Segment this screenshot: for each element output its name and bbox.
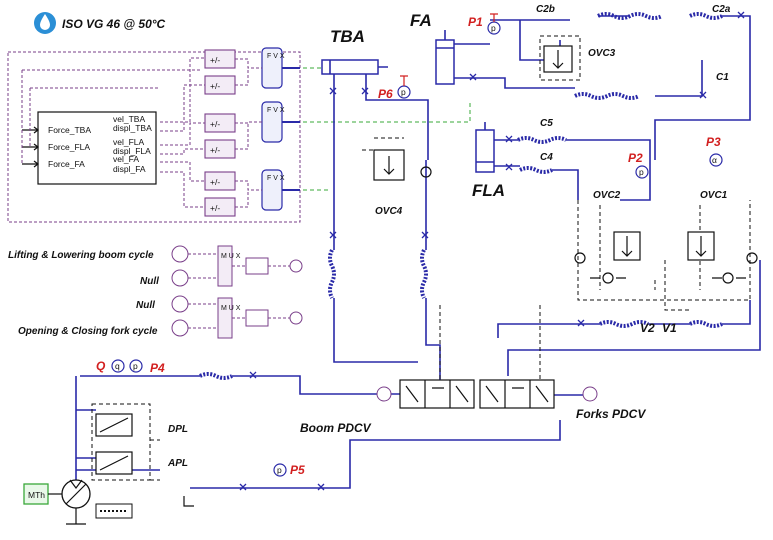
flow-sensor-icon <box>111 359 125 373</box>
svg-text:+/-: +/- <box>210 203 220 213</box>
svg-text:F V X: F V X <box>267 107 285 114</box>
model-block: Force_TBA Force_FLA Force_FA vel_TBA dis… <box>21 70 157 185</box>
model-output-vel-tba: vel_TBA <box>113 114 145 124</box>
svg-text:+/-: +/- <box>210 119 220 129</box>
svg-text:α: α <box>712 155 717 165</box>
svg-text:p: p <box>639 167 644 177</box>
model-output-vel-fa: vel_FA <box>113 154 139 164</box>
sensor-p5: p P5 <box>273 463 305 477</box>
model-output-displ-fla: displ_FLA <box>113 146 151 156</box>
sensor-p1: p P1 <box>468 13 501 35</box>
signal-source-icon <box>171 245 189 263</box>
model-output-vel-fla: vel_FLA <box>113 137 145 147</box>
ovc4-label: OVC4 <box>375 206 403 217</box>
sensor-p4-q: q p Q P4 <box>96 359 165 375</box>
sensor-p6: p P6 <box>378 75 411 101</box>
svg-text:p: p <box>133 361 138 371</box>
boom-pdcv: Boom PDCV <box>300 379 475 435</box>
mux-2 <box>217 297 233 339</box>
ovc1-label: OVC1 <box>700 190 728 201</box>
ovc3-valve: OVC3 <box>539 35 616 81</box>
model-input-force-fa: Force_FA <box>48 159 85 169</box>
svg-text:+/-: +/- <box>210 145 220 155</box>
tba-cylinder: TBA <box>321 27 388 92</box>
svg-text:P2: P2 <box>628 151 643 165</box>
forks-pdcv-label: Forks PDCV <box>576 407 646 421</box>
line-c2b-label: C2b <box>536 4 555 15</box>
svg-text:P3: P3 <box>706 135 721 149</box>
motor-label: MTh <box>28 490 45 500</box>
pilot-lines <box>439 200 751 380</box>
svg-text:P4: P4 <box>150 361 165 375</box>
angle-sensor-icon <box>709 153 723 167</box>
cycle-null2-label: Null <box>136 300 155 311</box>
apl-label: APL <box>167 458 188 469</box>
dpl-label: DPL <box>168 424 188 435</box>
line-c1-label: C1 <box>716 72 729 83</box>
svg-text:p: p <box>401 87 406 97</box>
svg-text:p: p <box>277 465 282 475</box>
fluid-indicator: ISO VG 46 @ 50°C <box>34 12 166 34</box>
line-c5-label: C5 <box>540 118 553 129</box>
model-input-force-fla: Force_FLA <box>48 142 90 152</box>
ovc2-valve: OVC2 <box>593 190 641 261</box>
svg-text:M U X: M U X <box>221 305 241 312</box>
ovc4-valve: OVC4 <box>362 137 432 217</box>
pressure-sensor-icon <box>273 463 287 477</box>
fa-label: FA <box>410 11 432 30</box>
tba-label: TBA <box>330 27 365 46</box>
cycle-lifting-label: Lifting & Lowering boom cycle <box>8 250 154 261</box>
ovc2-label: OVC2 <box>593 190 621 201</box>
forks-pdcv: Forks PDCV <box>479 379 646 421</box>
pressure-sensor-icon <box>635 165 649 179</box>
cycle-section: Lifting & Lowering boom cycle Null Null … <box>8 245 303 339</box>
valve-v1-label: V1 <box>662 321 677 335</box>
svg-text:p: p <box>491 23 496 33</box>
pressure-sensor-icon <box>129 359 143 373</box>
hoses <box>199 12 723 380</box>
fla-cylinder: FLA <box>472 122 510 200</box>
valve-v2-label: V2 <box>640 321 655 335</box>
cycle-opening-label: Opening & Closing fork cycle <box>18 326 158 337</box>
line-c2a-label: C2a <box>712 4 731 15</box>
svg-text:F V X: F V X <box>267 175 285 182</box>
signal-source-icon <box>171 319 189 337</box>
boom-pdcv-label: Boom PDCV <box>300 421 372 435</box>
svg-text:P1: P1 <box>468 15 483 29</box>
fla-label: FLA <box>472 181 505 200</box>
svg-text:F V X: F V X <box>267 53 285 60</box>
fluid-label: ISO VG 46 @ 50°C <box>62 17 166 31</box>
cycle-null1-label: Null <box>140 276 159 287</box>
signal-source-icon <box>171 269 189 287</box>
ovc1-valve: OVC1 <box>687 190 728 261</box>
svg-text:+/-: +/- <box>210 81 220 91</box>
svg-text:Q: Q <box>96 359 106 373</box>
sensor-p3: α P3 <box>706 135 723 167</box>
svg-text:P6: P6 <box>378 87 393 101</box>
sensor-p2: p P2 <box>628 151 649 179</box>
summer-column: +/- +/- +/- +/- +/- +/- F V X F V X F V … <box>22 47 285 217</box>
mux-1 <box>217 245 233 287</box>
model-input-force-tba: Force_TBA <box>48 125 91 135</box>
ovc3-label: OVC3 <box>588 48 616 59</box>
pump-section: DPL APL MTh <box>23 376 194 525</box>
junction-markers <box>239 11 745 491</box>
fa-cylinder: FA <box>410 11 472 85</box>
svg-text:+/-: +/- <box>210 177 220 187</box>
svg-text:P5: P5 <box>290 463 305 477</box>
line-c4-label: C4 <box>540 152 553 163</box>
check-valves <box>574 252 758 284</box>
svg-text:+/-: +/- <box>210 55 220 65</box>
signal-source-icon <box>171 295 189 313</box>
signal-frame <box>7 51 301 223</box>
model-output-displ-fa: displ_FA <box>113 164 146 174</box>
model-output-displ-tba: displ_TBA <box>113 123 152 133</box>
svg-text:q: q <box>115 361 120 371</box>
svg-text:M U X: M U X <box>221 253 241 260</box>
